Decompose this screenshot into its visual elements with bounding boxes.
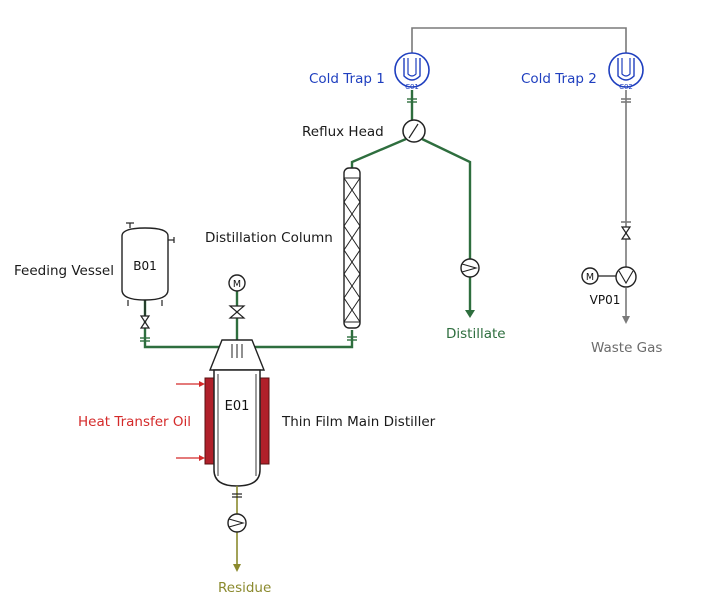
distillation-column [343,167,361,329]
cold-trap-1: C01 [394,52,430,91]
cold-trap-2-label: Cold Trap 2 [521,71,597,87]
agitator-valve-icon [228,305,246,319]
vacuum-valve-icon [620,226,632,240]
distillate-arrow [465,310,475,318]
vacuum-pump-tag: VP01 [590,293,621,307]
feed-valve-icon [139,300,151,329]
cold-trap-2: C02 [608,52,644,91]
feeding-vessel-tag: B01 [133,259,157,273]
distillate-pump-icon [460,258,480,278]
vacuum-pump: M VP01 [581,266,637,307]
agitator-motor-tag: M [233,279,241,290]
agitator-motor: M [228,274,246,292]
vacuum-header-line [411,27,627,53]
residue-pump-icon [227,513,247,533]
feed-line [143,300,222,349]
waste-gas-label: Waste Gas [591,340,662,356]
reflux-to-column-line [350,137,407,168]
distiller-tag: E01 [225,399,250,414]
vapor-line [252,330,354,349]
residue-label: Residue [218,580,271,596]
reflux-head-label: Reflux Head [302,124,384,140]
reflux-head [402,119,426,143]
thin-film-main-distiller: E01 [204,339,270,487]
distillation-column-label: Distillation Column [205,230,333,246]
feeding-vessel-label: Feeding Vessel [14,263,114,279]
vacuum-pump-motor-tag: M [586,272,594,283]
cold-trap-1-label: Cold Trap 1 [309,71,385,87]
heat-transfer-oil-label: Heat Transfer Oil [78,414,191,430]
waste-gas-arrow [622,316,630,324]
residue-line [232,486,242,572]
distillate-label: Distillate [446,326,506,342]
vacuum-line [411,27,632,324]
reflux-to-distillate-line [421,137,472,259]
cold-trap-2-tag: C02 [619,83,633,91]
heat-oil-arrows [176,381,205,461]
cold-trap-1-tag: C01 [405,83,419,91]
thin-film-main-distiller-label: Thin Film Main Distiller [281,414,436,430]
feeding-vessel: B01 [121,222,175,306]
